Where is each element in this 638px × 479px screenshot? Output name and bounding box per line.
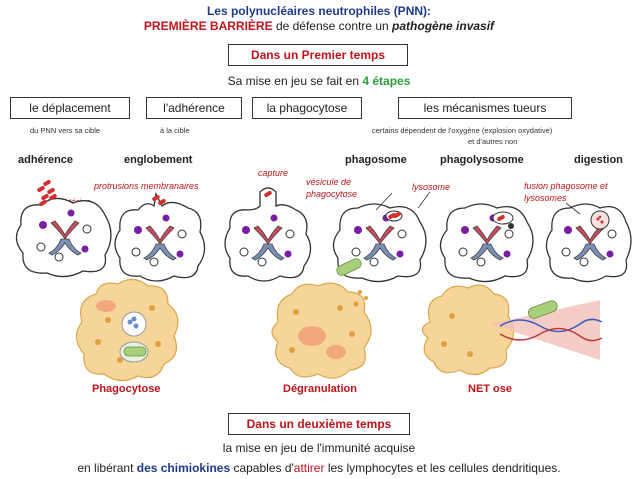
- cell-adherence: [15, 179, 112, 278]
- bottom-line-1: la mise en jeu de l'immunité acquise: [222, 441, 416, 455]
- bottom-mid: capables d': [230, 461, 294, 475]
- stage-note-mecanismes: certains dépendent de l'oxygène (explosi…: [372, 126, 553, 135]
- netose-illustration: [421, 284, 603, 376]
- annotation-capture: capture: [258, 168, 289, 178]
- steps-count: 4 étapes: [362, 74, 411, 88]
- subtitle-red: PREMIÈRE BARRIÈRE: [143, 19, 273, 33]
- stage-note-deplacement: du PNN vers sa cible: [30, 126, 101, 135]
- subtitle-bold: pathogène invasif: [392, 19, 495, 33]
- stage-box-deplacement: le déplacement: [10, 97, 130, 119]
- cell-capture: [224, 187, 312, 282]
- steps-intro: Sa mise en jeu se fait en 4 étapes: [0, 74, 638, 88]
- annotation-fusion-1: fusion phagosome et: [524, 181, 608, 191]
- annotation-fusion-2: lysosomes: [524, 193, 567, 203]
- phase-adherence: adhérence: [18, 154, 74, 166]
- cell-digestion: [545, 203, 632, 283]
- annotation-vesicule-1: vésicule de: [306, 177, 352, 187]
- annotation-vesicule-2: phagocytose: [306, 189, 358, 199]
- label-phagocytose: Phagocytose: [92, 383, 161, 395]
- bottom-pre: en libérant: [77, 461, 137, 475]
- bottom-post: les lymphocytes et les cellules dendriti…: [324, 461, 561, 475]
- cell-phagolysosome: [439, 203, 534, 283]
- subtitle-mid: de défense contre un: [272, 19, 393, 33]
- pointer-lysosome: [417, 191, 431, 209]
- stage-box-adherence: l'adhérence: [146, 97, 242, 119]
- bottom-line-2: en libérant des chimiokines capables d'a…: [0, 461, 638, 475]
- phase-phagolysosome: phagolysosome: [440, 154, 524, 166]
- annotation-protrusions: protrusions membranaires: [94, 181, 199, 191]
- bottom-attirer: attirer: [293, 461, 325, 475]
- second-time-box: Dans un deuxième temps: [228, 413, 410, 435]
- pointer-vesicule: [375, 192, 393, 211]
- phase-englobement: englobement: [124, 154, 193, 166]
- stage-note-adherence: à la cible: [160, 126, 190, 135]
- phagocytose-illustration: [75, 278, 179, 382]
- label-netose: NET ose: [468, 383, 513, 395]
- phase-phagosome: phagosome: [345, 154, 407, 166]
- cell-englobement: [114, 191, 206, 282]
- stage-note-mecanismes-2: et d'autres non: [468, 137, 518, 146]
- steps-intro-text: Sa mise en jeu se fait en: [227, 74, 363, 88]
- phase-digestion: digestion: [574, 154, 623, 166]
- label-degranulation: Dégranulation: [283, 383, 357, 395]
- degranulation-illustration: [271, 258, 372, 379]
- stage-box-phagocytose: la phagocytose: [252, 97, 362, 119]
- first-time-box: Dans un Premier temps: [228, 44, 408, 66]
- page-title: Les polynucléaires neutrophiles (PNN):: [206, 4, 432, 18]
- annotation-lysosome: lysosome: [412, 182, 451, 192]
- pointer-fusion: [565, 202, 581, 215]
- bottom-chimiokines: des chimiokines: [136, 461, 231, 475]
- page-subtitle: PREMIÈRE BARRIÈRE de défense contre un p…: [0, 19, 638, 33]
- stage-box-mecanismes: les mécanismes tueurs: [398, 97, 572, 119]
